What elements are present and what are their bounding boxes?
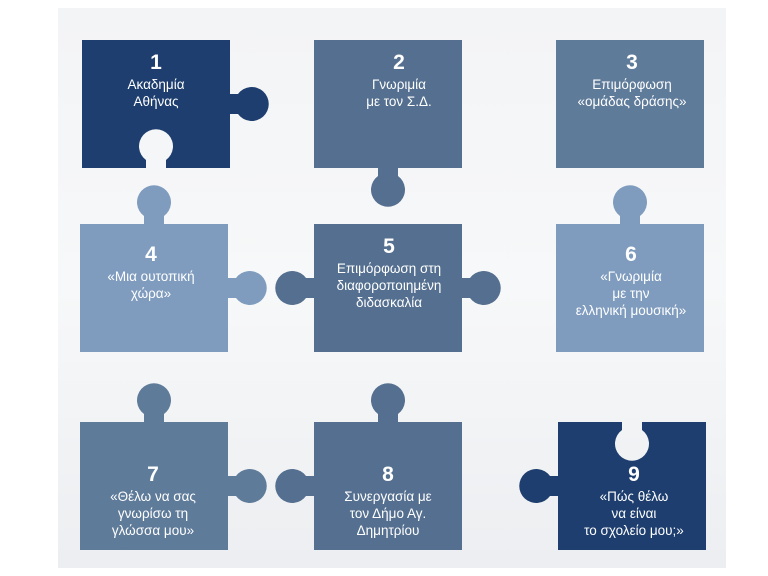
piece-label-line: το σχολείο μου;» <box>584 522 684 538</box>
piece-label-line: γλώσσα μου» <box>111 522 195 538</box>
puzzle-piece-fill <box>275 224 501 352</box>
puzzle-diagram: 1 Ακαδημία Αθήνας 2 Γνωριμία με τον Σ.Δ.… <box>58 8 726 568</box>
puzzle-piece-fill <box>314 40 462 207</box>
piece-label-line: Επιμόρφωση στη <box>336 261 442 277</box>
puzzle-piece-fill <box>82 40 269 168</box>
piece-label-line: τον Δήμο Αγ. <box>349 506 427 522</box>
piece-label-line: ελληνική μουσική» <box>575 302 687 318</box>
piece-number: 6 <box>625 243 637 266</box>
piece-label-line: διδασκαλία <box>355 294 423 310</box>
puzzle-piece-fill <box>556 185 704 352</box>
puzzle-piece-shape <box>275 224 501 352</box>
piece-number: 1 <box>150 51 162 74</box>
piece-label-line: «ομάδας δράσης» <box>577 94 687 110</box>
piece-label-line: διαφοροποιημένη <box>336 278 442 294</box>
puzzle-piece-shape <box>519 422 706 550</box>
puzzle-piece-shape <box>314 40 462 207</box>
piece-label-line: να είναι <box>611 506 657 522</box>
piece-label-line: γνωρίσω τη <box>117 506 189 522</box>
piece-number: 5 <box>383 235 395 258</box>
puzzle-piece-shape <box>275 383 462 550</box>
piece-number: 2 <box>393 51 405 74</box>
piece-label-line: «Μια ουτοπική <box>107 269 195 285</box>
piece-label-line: «Γνωριμία <box>600 269 662 285</box>
piece-label-line: Επιμόρφωση <box>592 77 672 93</box>
piece-label-line: Δημητρίου <box>356 522 420 538</box>
piece-number: 9 <box>628 463 640 486</box>
puzzle-piece-shape <box>556 40 704 168</box>
piece-label-line: Γνωριμία <box>372 77 426 93</box>
piece-label-line: με τον Σ.Δ. <box>366 94 432 110</box>
piece-number: 4 <box>145 243 157 266</box>
piece-number: 7 <box>147 463 159 486</box>
piece-label-line: Αθήνας <box>133 94 179 110</box>
puzzle-piece-fill <box>80 185 267 352</box>
puzzle-piece-fill <box>80 383 267 550</box>
puzzle-piece-shape <box>80 383 267 550</box>
piece-number: 8 <box>382 463 394 486</box>
puzzle-piece-fill <box>275 383 462 550</box>
piece-label-line: Συνεργασία με <box>344 489 432 505</box>
puzzle-piece-shape <box>82 40 269 168</box>
puzzle-piece-shape <box>556 185 704 352</box>
puzzle-piece-fill <box>556 40 704 168</box>
piece-label-line: «Πώς θέλω <box>599 489 669 505</box>
piece-label-line: Ακαδημία <box>127 77 185 93</box>
puzzle-piece-shape <box>80 185 267 352</box>
puzzle-piece-fill <box>519 422 706 550</box>
piece-label-line: «Θέλω να σας <box>110 489 196 505</box>
piece-label-line: με την <box>612 286 650 302</box>
piece-label-line: χώρα» <box>130 286 172 302</box>
piece-number: 3 <box>626 51 638 74</box>
